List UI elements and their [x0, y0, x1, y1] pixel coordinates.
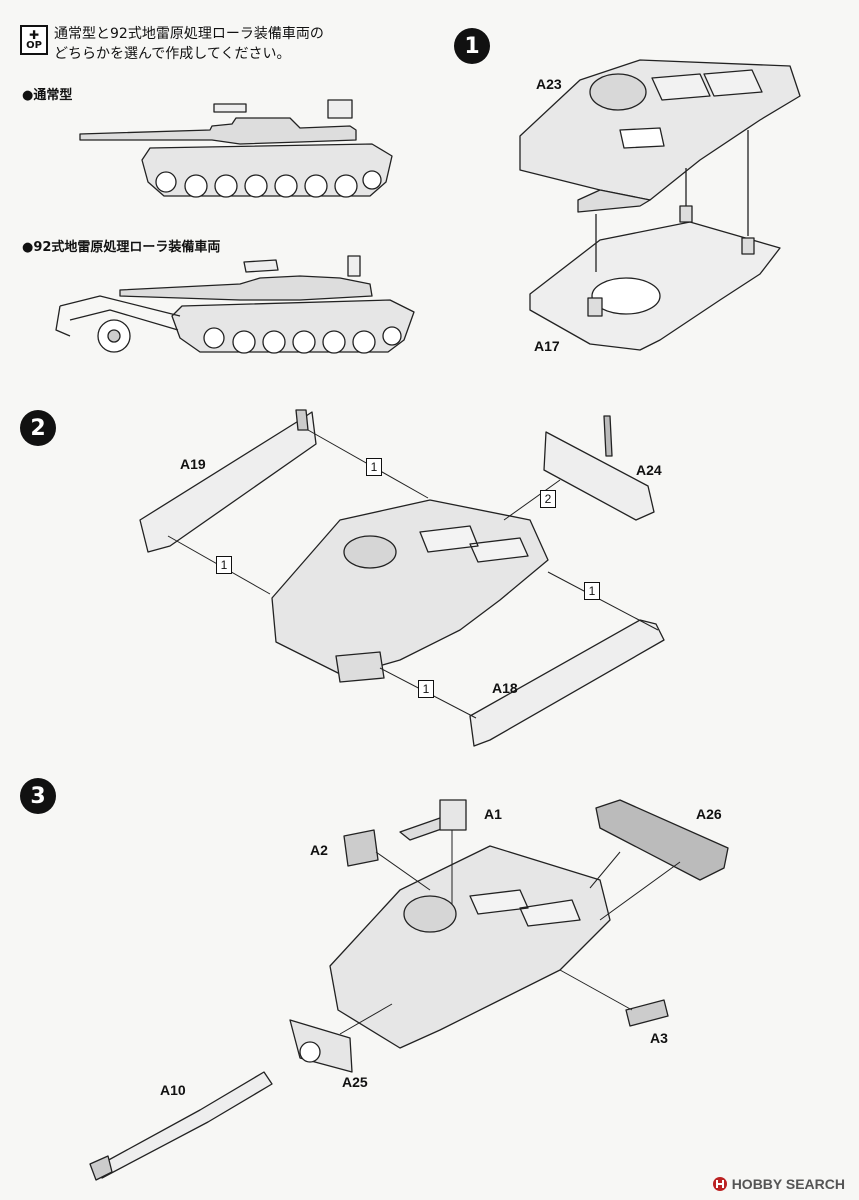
step1-hull-a23 [519, 59, 801, 213]
variant-label-normal: ●通常型 [22, 88, 73, 103]
part-label-a2: A2 [310, 842, 328, 858]
plus-icon: ✚ [28, 28, 40, 42]
step3-arrows [339, 830, 681, 1035]
sub-step-number: 1 [216, 556, 232, 574]
tank-side-view-roller [55, 255, 415, 354]
sub-step-number: 1 [584, 582, 600, 600]
option-text-line2: どちらかを選んで作成してください。 [54, 46, 291, 62]
hobby-search-logo-icon [712, 1177, 727, 1191]
part-label-a18: A18 [492, 680, 518, 696]
step3-part-a1 [399, 799, 467, 841]
sub-step-number: 1 [366, 458, 382, 476]
part-label-a3: A3 [650, 1030, 668, 1046]
step3-part-a10 [89, 1071, 273, 1181]
option-icon: ✚ OP [20, 25, 48, 55]
part-label-a24: A24 [636, 462, 662, 478]
part-label-a23: A23 [536, 76, 562, 92]
step2-part-a24 [543, 415, 655, 521]
part-label-a19: A19 [180, 456, 206, 472]
part-label-a10: A10 [160, 1082, 186, 1098]
variant-label-roller: ●92式地雷原処理ローラ装備車両 [22, 240, 221, 255]
step-2-number: 2 [20, 410, 56, 446]
part-label-a25: A25 [342, 1074, 368, 1090]
tank-side-view-normal [79, 99, 393, 198]
part-label-a17: A17 [534, 338, 560, 354]
step3-hull-assembly [329, 845, 611, 1049]
step-1-number: 1 [454, 28, 490, 64]
part-label-a1: A1 [484, 806, 502, 822]
part-label-a26: A26 [696, 806, 722, 822]
step3-part-a2 [343, 829, 379, 867]
step2-hull-assembly [271, 499, 549, 683]
option-instructions: 通常型と92式地雷原処理ローラ装備車両の どちらかを選んで作成してください。 [54, 24, 324, 64]
option-text-line1: 通常型と92式地雷原処理ローラ装備車両の [54, 26, 324, 42]
step3-part-a25 [289, 1019, 353, 1073]
step1-hull-a17 [529, 130, 781, 351]
sub-step-number: 1 [418, 680, 434, 698]
watermark: HOBBY SEARCH [712, 1176, 845, 1192]
step2-fender-a19 [139, 409, 317, 553]
step3-part-a26 [595, 799, 729, 881]
watermark-text: HOBBY SEARCH [731, 1176, 845, 1192]
step-3-number: 3 [20, 778, 56, 814]
sub-step-number: 2 [540, 490, 556, 508]
op-label: OP [26, 40, 42, 51]
step3-part-a3 [625, 999, 669, 1027]
